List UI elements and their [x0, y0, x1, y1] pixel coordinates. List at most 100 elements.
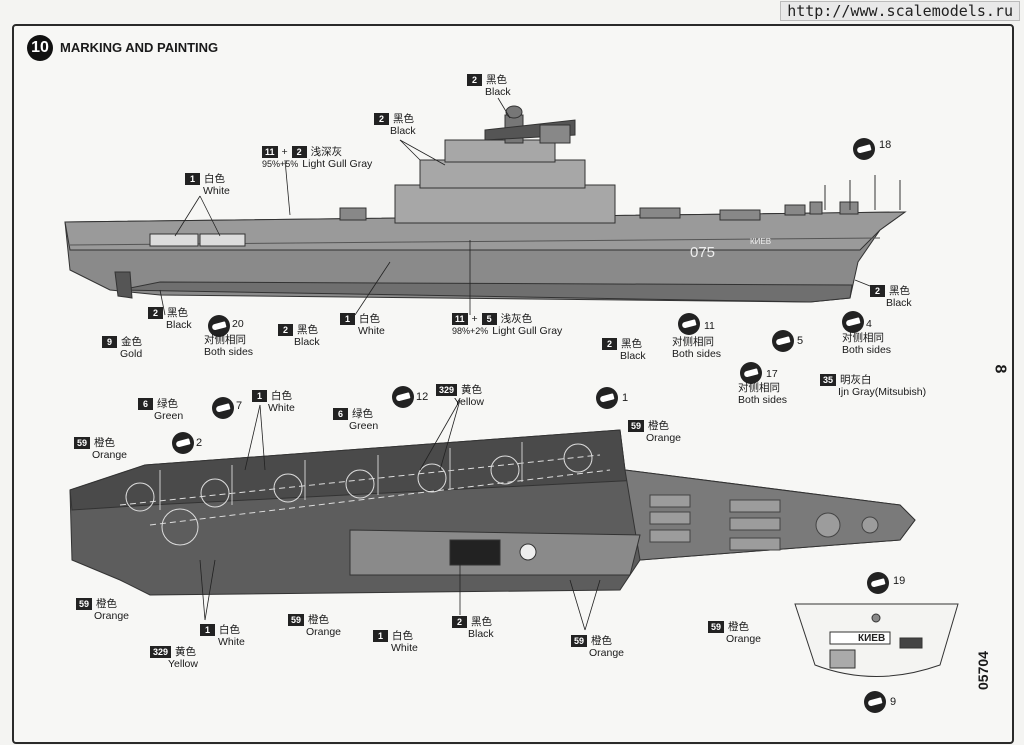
paint-en: Orange [726, 633, 762, 645]
side-view-island [394, 105, 616, 224]
paint-code: 2 [870, 285, 885, 297]
paint-en: Orange [589, 647, 625, 659]
decal-20-label: 20 对侧相同 Both sides [204, 318, 253, 358]
side-view-hull [64, 211, 907, 303]
paint-en: White [203, 185, 230, 197]
paint-en: Black [485, 86, 511, 98]
paint-code: 2 [602, 338, 617, 350]
paint-mix: 98%+2% [452, 326, 489, 336]
paint-cn: 黑色 [167, 307, 188, 319]
decal-1-number: 1 [622, 392, 629, 404]
white-bottom-left-label: 1 白色 White [200, 624, 245, 648]
decal-en: Both sides [842, 344, 892, 356]
paint-en: Green [154, 410, 184, 422]
paint-cn: 浅灰色 [500, 313, 533, 325]
decal-en: Both sides [738, 394, 788, 406]
paint-cn: 黑色 [486, 74, 507, 86]
decal-icon [772, 330, 794, 352]
paint-code: 2 [278, 324, 293, 336]
paint-cn: 绿色 [352, 408, 373, 420]
decal-cn: 对侧相同 [842, 332, 884, 344]
paint-cn: 黑色 [621, 338, 642, 350]
paint-cn: 白色 [204, 173, 225, 185]
top-view-deck [69, 429, 916, 596]
paint-cn: 橙色 [94, 437, 116, 449]
paint-code: 59 [76, 598, 93, 610]
decal-number: 4 [866, 318, 872, 330]
paint-code: 329 [436, 384, 458, 396]
paint-code: 11 [262, 146, 278, 158]
paint-cn: 黑色 [297, 324, 318, 336]
paint-mix: 95%+5% [262, 159, 299, 169]
decal-7-number: 7 [236, 400, 243, 412]
paint-cn: 黄色 [175, 646, 197, 658]
black-stern-label: 2 黑色 Black [148, 307, 192, 331]
paint-code: 1 [200, 624, 215, 636]
paint-cn: 白色 [219, 624, 240, 636]
paint-cn: 白色 [392, 630, 413, 642]
paint-en: Black [390, 125, 416, 137]
paint-code: 1 [185, 173, 200, 185]
paint-en: White [391, 642, 418, 654]
step-number: 10 [27, 35, 53, 61]
paint-cn: 黑色 [889, 285, 910, 297]
side-view-deck-gear [339, 175, 901, 221]
paint-cn: 橙色 [96, 598, 118, 610]
decal-icon [867, 572, 889, 594]
decal-icon [392, 386, 414, 408]
paint-code: 2 [374, 113, 389, 125]
page-title: MARKING AND PAINTING [60, 40, 219, 55]
paint-cn: 橙色 [648, 420, 670, 432]
decal-icon [172, 432, 194, 454]
decal-icon [864, 691, 886, 713]
paint-en: White [218, 636, 245, 648]
decal-5-number: 5 [797, 335, 804, 347]
decal-2-number: 2 [196, 437, 203, 449]
stern-name: КИЕВ [858, 633, 885, 644]
paint-code: 59 [571, 635, 588, 647]
paint-en: Light Gull Gray [302, 158, 373, 170]
paint-cn: 明灰白 [840, 374, 872, 386]
paint-en: Orange [646, 432, 682, 444]
paint-code: 1 [252, 390, 267, 402]
paint-en: Black [468, 628, 494, 640]
paint-code: 59 [628, 420, 645, 432]
paint-en: Light Gull Gray [492, 325, 563, 337]
black-top-label: 2 黑色 Black [467, 74, 511, 98]
paint-code: 6 [333, 408, 348, 420]
black-bow-label: 2 黑色 Black [870, 285, 912, 309]
paint-cn: 白色 [271, 390, 292, 402]
paint-en: Yellow [454, 396, 484, 408]
paint-en: Orange [306, 626, 342, 638]
paint-code: 2 [467, 74, 482, 86]
decal-12-number: 12 [416, 391, 429, 403]
paint-en: Orange [94, 610, 130, 622]
paint-code: 11 [452, 313, 468, 325]
decal-icon [596, 387, 618, 409]
paint-cn: 金色 [121, 336, 142, 348]
paint-en: Black [886, 297, 912, 309]
paint-code: 59 [708, 621, 725, 633]
paint-code: 2 [148, 307, 163, 319]
paint-code: 6 [138, 398, 153, 410]
paint-cn: 黑色 [393, 113, 414, 125]
paint-cn: 橙色 [591, 635, 613, 647]
decal-18-number: 18 [879, 139, 892, 151]
paint-en: Black [166, 319, 192, 331]
decal-number: 20 [232, 318, 244, 330]
stern-view [794, 603, 959, 677]
decal-icon [212, 397, 234, 419]
